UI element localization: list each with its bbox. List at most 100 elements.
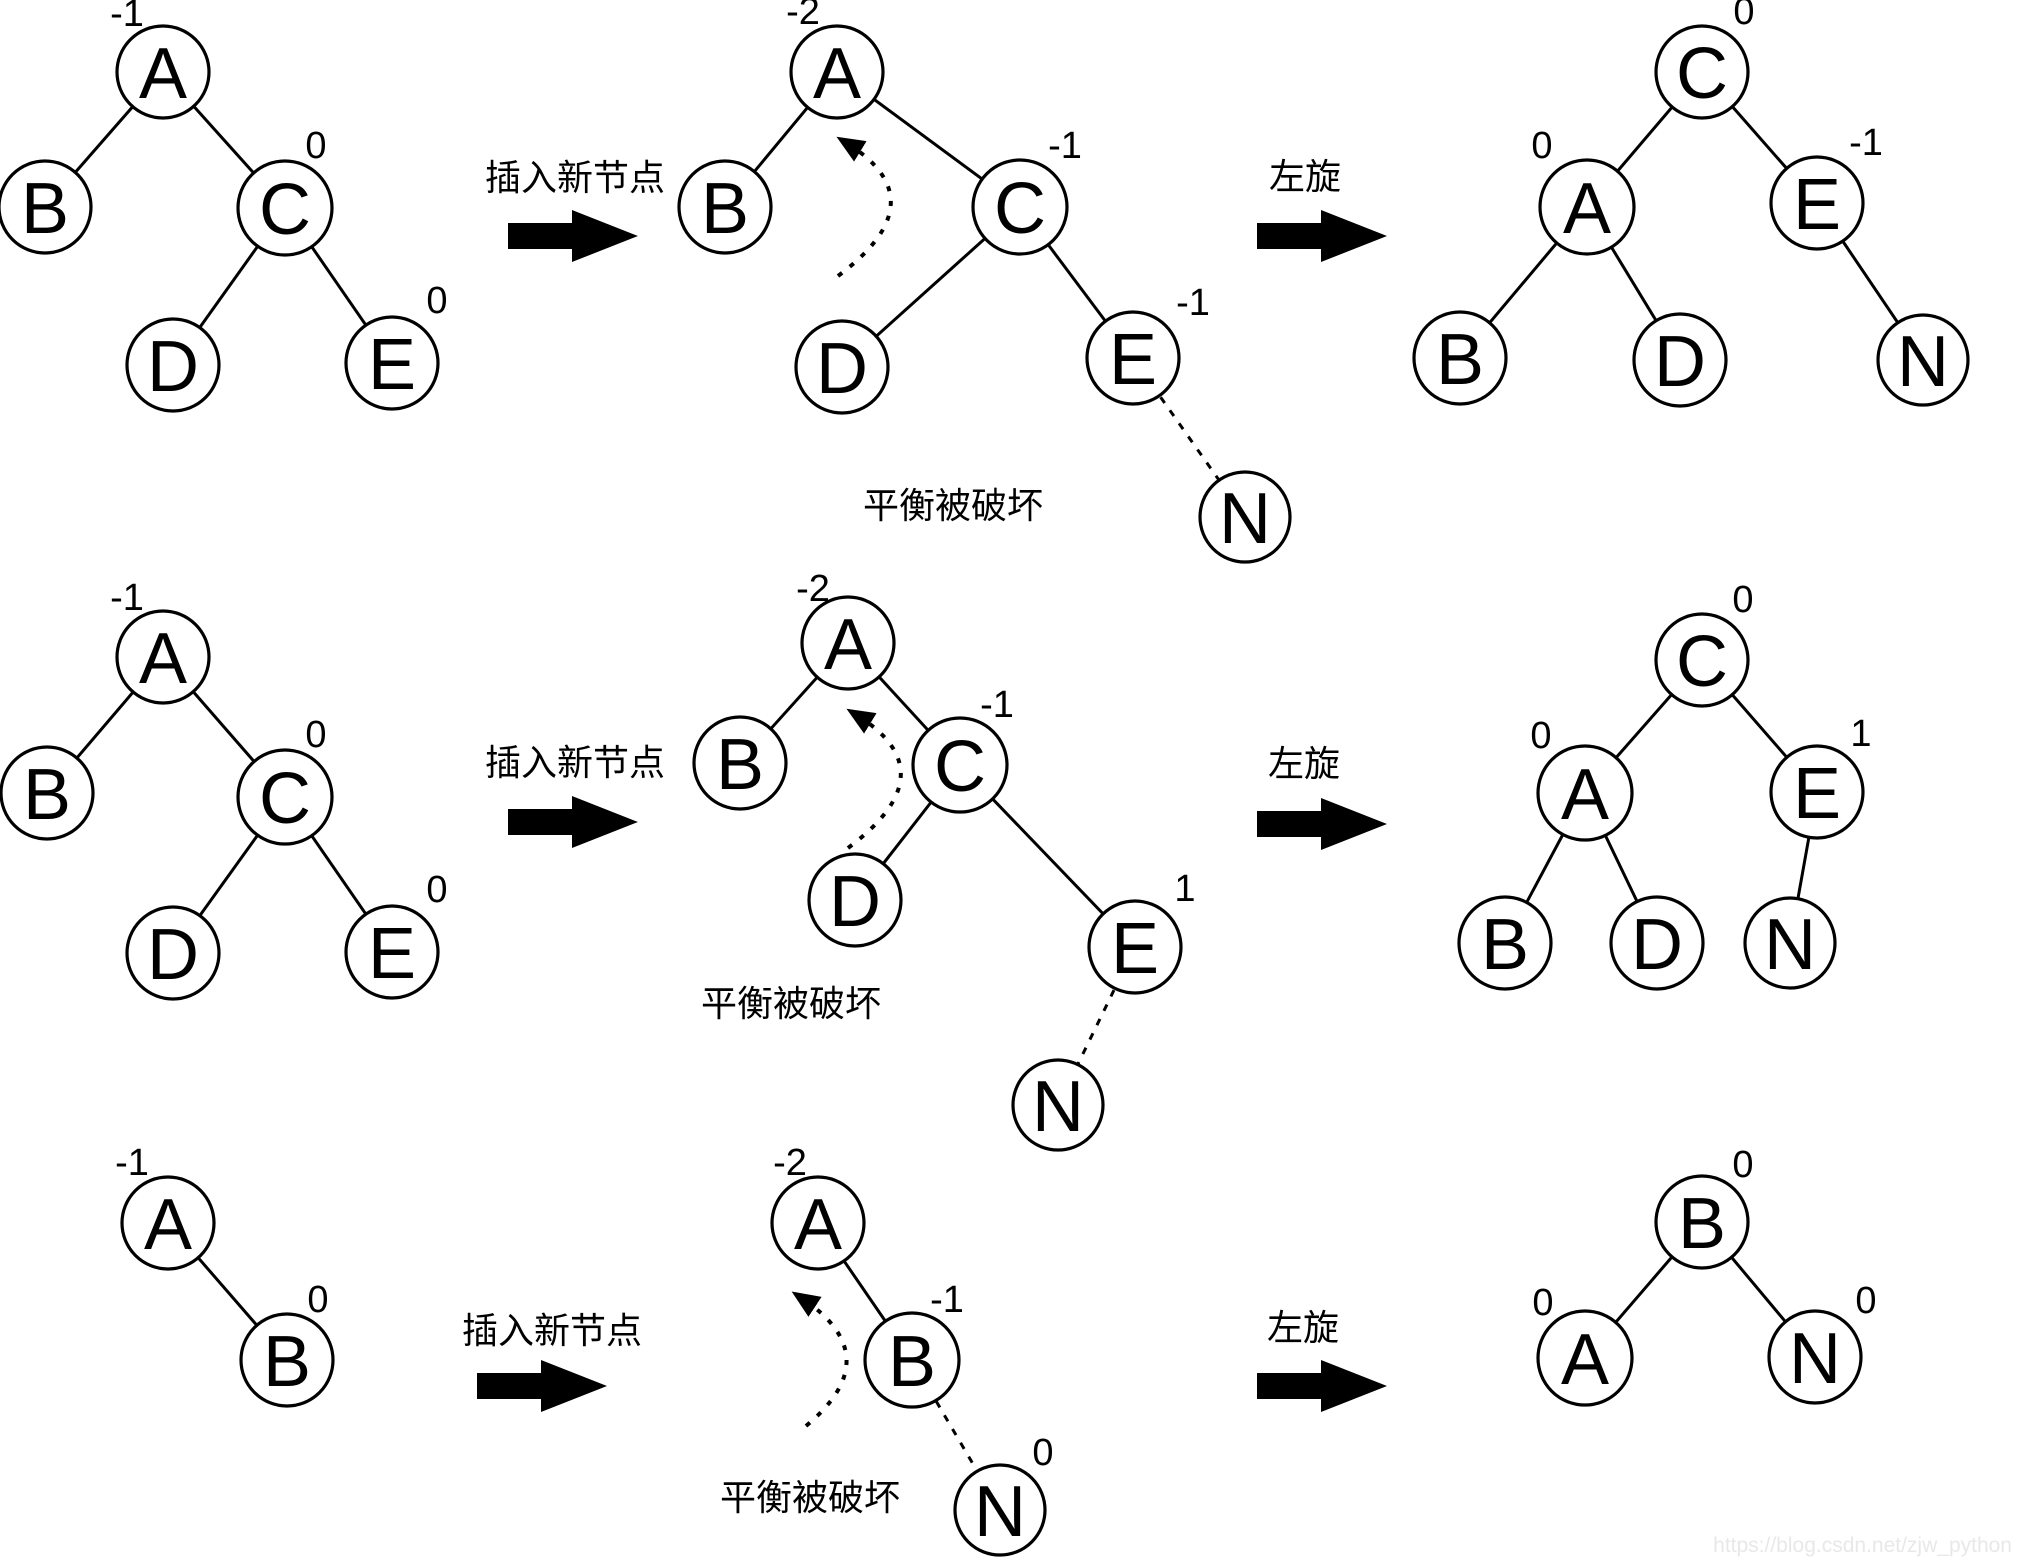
node-a: A -2 [796,568,896,691]
balance-label: 0 [426,869,447,911]
node-e: E 1 [1087,868,1196,995]
node-d: D [125,317,221,413]
balance-label: 1 [1174,868,1195,910]
node-label: C [1676,34,1728,114]
node-circle [1011,1058,1105,1152]
balance-label: 0 [1530,715,1551,757]
node-circle [800,595,896,691]
node-label: D [1631,905,1683,985]
node-a: A -2 [770,1142,866,1271]
tree-row2-rotated: C 0 A 0 E 1 B D N [1457,579,1872,991]
node-b: B [1457,895,1553,991]
balance-label: -1 [1048,125,1082,167]
node-label: C [259,759,311,839]
balance-label: -1 [1176,282,1210,324]
node-circle [1538,158,1636,256]
node-d: D [794,319,890,415]
node-label: B [1481,905,1529,985]
rotate-left-caption: 左旋 [1268,743,1340,784]
node-label: B [23,755,71,835]
node-e: E -1 [1769,122,1883,251]
insert-arrow [508,796,638,848]
node-n: N 0 [1767,1280,1877,1405]
node-circle [1536,1309,1634,1407]
node-a: A -1 [110,577,211,705]
node-e: E 0 [344,280,448,411]
node-label: A [144,1185,192,1265]
balance-label: 0 [1733,0,1754,33]
node-label: B [888,1322,936,1402]
node-n-new: N [1011,1058,1105,1152]
node-label: B [716,725,764,805]
balance-label: 0 [1531,125,1552,167]
node-e: E -1 [1085,282,1210,406]
node-label: N [1897,322,1949,402]
watermark-text: https://blog.csdn.net/zjw_python [1713,1534,2012,1557]
node-circle [1876,313,1970,407]
rotate-left-caption: 左旋 [1269,156,1341,197]
node-label: A [1561,755,1609,835]
node-label: E [1111,909,1159,989]
node-circle [344,315,440,411]
node-label: D [1654,322,1706,402]
node-circle [1087,899,1183,995]
node-circle [1769,155,1865,251]
rotate-left-arrow [1257,798,1387,850]
tree-row3-unbalanced: A -2 B -1 N 0 平衡被破坏 [720,1142,1054,1557]
node-circle [789,24,885,120]
node-circle [115,24,211,120]
insert-caption: 插入新节点 [485,742,665,783]
node-circle [125,905,221,1001]
node-circle [1536,744,1634,842]
node-label: A [139,619,187,699]
node-circle [236,748,334,846]
node-label: D [829,862,881,942]
node-circle [1743,896,1837,990]
node-label: E [1793,754,1841,834]
node-label: D [147,327,199,407]
tree-row3-rotated: B 0 A 0 N 0 [1532,1144,1877,1407]
node-circle [770,1175,866,1271]
node-a: A -2 [786,0,885,120]
node-b: B [692,715,788,811]
node-label: N [1764,905,1816,985]
node-n: N [1743,896,1837,990]
node-c: C -1 [911,684,1014,814]
insert-caption: 插入新节点 [462,1310,642,1351]
rotate-left-arrow [1257,210,1387,262]
node-b: B 0 [1654,1144,1754,1270]
node-circle [911,716,1009,814]
insert-arrow [508,210,638,262]
balance-broken-caption: 平衡被破坏 [701,983,881,1024]
node-b: B [677,159,773,255]
node-label: D [147,915,199,995]
node-d: D [125,905,221,1001]
node-label: C [994,169,1046,249]
balance-broken-caption: 平衡被破坏 [863,485,1043,526]
node-a: A -1 [110,0,211,120]
node-label: N [1789,1319,1841,1399]
node-label: N [1032,1067,1084,1147]
node-circle [0,159,93,255]
balance-label: -2 [773,1142,807,1184]
balance-label: 0 [1732,1144,1753,1186]
node-b: B [0,745,95,841]
node-label: E [1109,320,1157,400]
node-circle [863,1311,961,1409]
node-c: C 0 [1654,579,1754,708]
node-circle [1085,310,1181,406]
node-circle [1198,470,1292,564]
node-circle [239,1312,335,1408]
insert-caption: 插入新节点 [485,157,665,198]
node-label: A [824,605,872,685]
balance-label: 0 [426,280,447,322]
node-d: D [1632,312,1728,408]
node-b: B -1 [863,1279,964,1409]
node-a: A 0 [1531,125,1636,256]
node-label: E [1793,165,1841,245]
node-circle [1654,24,1750,120]
node-circle [344,904,440,1000]
balance-label: 0 [1732,579,1753,621]
node-label: A [139,34,187,114]
